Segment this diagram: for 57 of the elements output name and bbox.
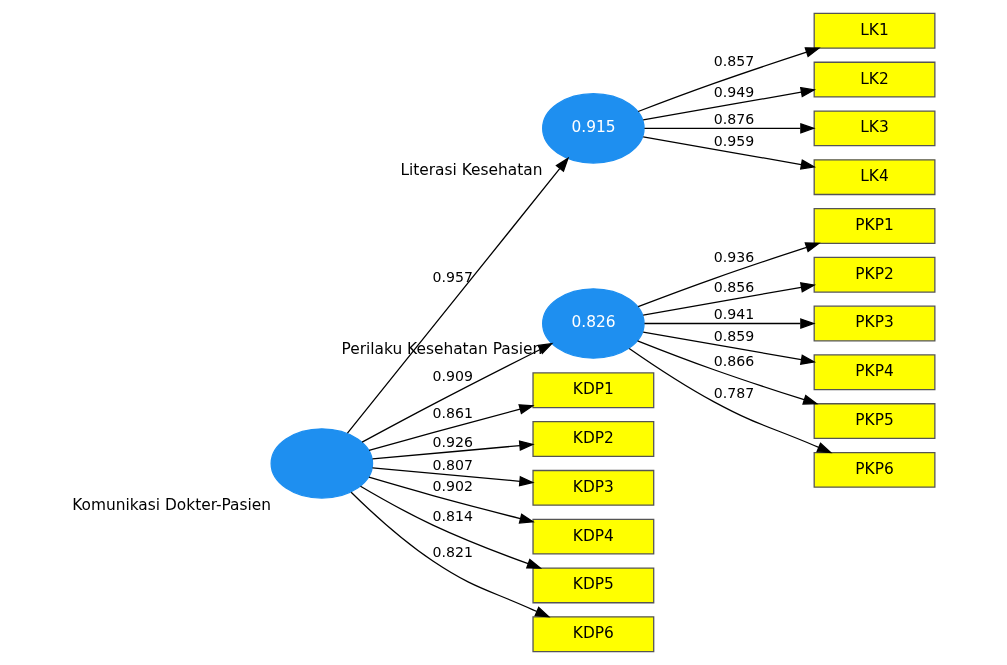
edge-label: 0.957 [432,269,473,286]
node-label: Literasi Kesehatan [400,161,543,180]
edge-label: 0.787 [713,384,755,401]
edge-label: 0.949 [713,84,755,101]
edge-label: 0.876 [713,111,755,128]
arrow [643,318,816,329]
edge-label: 0.866 [713,352,755,369]
edge-label: 0.859 [713,328,755,345]
arrow [642,136,817,170]
node-box: LK3 [813,110,936,147]
arrow [642,282,817,316]
edge-label: 0.936 [713,248,755,265]
node-box: PKP6 [813,451,936,488]
node-box: LK2 [813,61,936,98]
node-circle [270,428,374,499]
arrow [371,440,535,460]
edge-label: 0.821 [432,543,473,560]
edge-label: 0.856 [713,279,755,296]
node-box: PKP1 [813,207,936,244]
node-ellipse: 0.915 [542,93,645,164]
edge-label: 0.941 [713,306,755,323]
node-box: PKP3 [813,305,936,342]
node-box: LK4 [813,159,936,196]
edge-label: 0.857 [713,53,755,70]
arrow [359,485,543,569]
arrow [368,476,535,524]
edge-label: 0.814 [432,507,473,524]
edge-label: 0.902 [432,478,473,495]
edge-label: 0.861 [432,405,473,422]
node-box: KDP5 [532,567,655,604]
arrow [350,491,551,618]
node-box: PKP4 [813,354,936,391]
arrow [368,404,535,452]
arrow [346,156,570,434]
node-ellipse: 0.826 [542,288,645,359]
edge-label: 0.909 [432,368,473,385]
edge-label: 0.926 [432,433,473,450]
arrow [643,122,816,134]
node-box: KDP6 [532,616,655,653]
node-box: KDP3 [532,469,655,506]
node-box: KDP4 [532,518,655,555]
node-box: LK1 [813,12,936,49]
arrow [642,331,817,365]
arrow [637,242,821,308]
node-label: Komunikasi Dokter-Pasien [72,496,272,515]
arrow [636,340,819,405]
arrow [637,47,821,113]
node-box: PKP5 [813,403,936,440]
node-box: PKP2 [813,256,936,293]
arrow [371,467,535,487]
arrow [642,86,817,121]
node-box: KDP2 [532,421,655,458]
arrow [628,347,833,454]
arrow [361,342,554,443]
edge-label: 0.959 [713,133,755,150]
node-box: KDP1 [532,372,655,409]
edge-label: 0.807 [432,456,473,473]
